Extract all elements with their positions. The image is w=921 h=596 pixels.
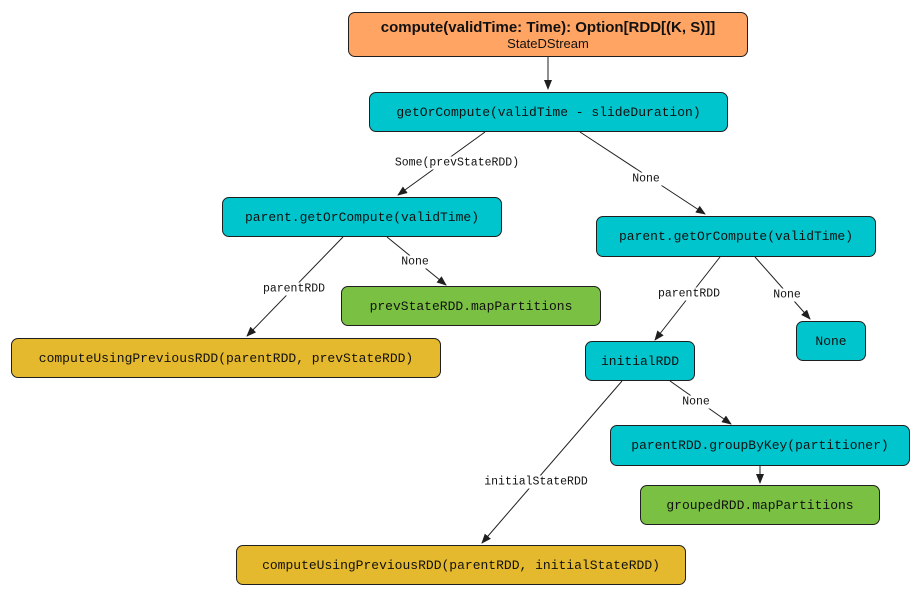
parent-getorcompute-right-node: parent.getOrCompute(validTime): [596, 216, 876, 257]
prevstate-mappartitions-node: prevStateRDD.mapPartitions: [341, 286, 601, 326]
grouped-mappartitions-node: groupedRDD.mapPartitions: [640, 485, 880, 525]
root-compute-node: compute(validTime: Time): Option[RDD[(K,…: [348, 12, 748, 57]
edge-label-none-right: None: [770, 288, 804, 302]
edge-none-right: [754, 256, 811, 320]
edge-label-initialstaterdd: initialStateRDD: [481, 475, 591, 489]
root-title: compute(validTime: Time): Option[RDD[(K,…: [380, 18, 716, 36]
getorcompute-node: getOrCompute(validTime - slideDuration): [369, 92, 728, 132]
edge-label-none-top: None: [629, 172, 663, 186]
edge-label-none-initial: None: [679, 395, 713, 409]
edge-label-parentrdd-left: parentRDD: [259, 282, 329, 296]
root-subtitle: StateDStream: [507, 35, 589, 51]
edge-label-none-left: None: [398, 255, 432, 269]
initialrdd-node: initialRDD: [585, 341, 695, 381]
edge-label-parentrdd-right: parentRDD: [654, 287, 724, 301]
compute-using-previous-rdd-initialstate-node: computeUsingPreviousRDD(parentRDD, initi…: [236, 545, 686, 585]
edge-label-some-prevstate: Some(prevStateRDD): [391, 156, 523, 170]
edge-initialstaterdd: [481, 380, 623, 544]
compute-using-previous-rdd-prevstate-node: computeUsingPreviousRDD(parentRDD, prevS…: [11, 338, 441, 378]
groupbykey-node: parentRDD.groupByKey(partitioner): [610, 425, 910, 466]
none-result-node: None: [796, 321, 866, 361]
parent-getorcompute-left-node: parent.getOrCompute(validTime): [222, 197, 502, 237]
